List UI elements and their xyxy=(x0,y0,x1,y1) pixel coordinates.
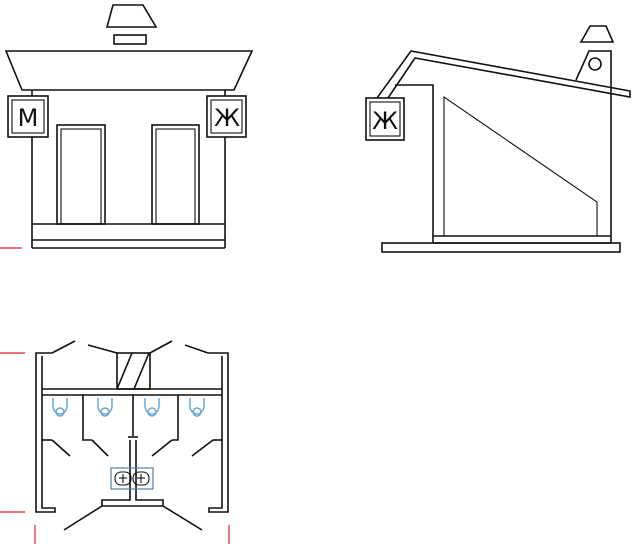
plan-view xyxy=(0,340,230,544)
side-panel xyxy=(443,95,598,236)
sink-icon xyxy=(110,467,154,490)
door-right xyxy=(151,124,200,225)
sign-women-side-label: Ж xyxy=(372,107,398,135)
sign-women-label: Ж xyxy=(214,104,240,132)
stall-doors xyxy=(51,439,214,457)
door-left xyxy=(56,124,106,225)
chimney-cap xyxy=(105,4,158,28)
entry-doors-top xyxy=(51,340,209,354)
entry-doors-bottom xyxy=(63,505,203,531)
toilets xyxy=(52,398,205,417)
front-wall xyxy=(395,84,434,243)
side-view: Ж xyxy=(365,25,631,253)
toilet-icon xyxy=(189,398,205,417)
central-wall xyxy=(101,440,164,507)
platform xyxy=(381,242,621,253)
front-view: М Ж xyxy=(0,4,254,249)
roof xyxy=(376,50,631,99)
toilet-icon xyxy=(144,398,160,417)
stall-partitions xyxy=(42,395,222,441)
roof xyxy=(4,50,254,91)
sign-men: М xyxy=(7,95,49,138)
sign-women: Ж xyxy=(206,95,247,138)
outer-wall-left xyxy=(35,352,56,513)
sign-men-label: М xyxy=(18,104,39,132)
outer-wall-right xyxy=(208,352,229,513)
chimney xyxy=(575,50,612,243)
chimney-cap xyxy=(579,25,615,43)
toilet-icon xyxy=(97,398,113,417)
toilet-icon xyxy=(52,398,68,417)
sign-women-side: Ж xyxy=(365,97,405,141)
chimney-vent xyxy=(588,57,602,71)
shaft xyxy=(116,352,151,390)
dimension-lines xyxy=(0,352,230,544)
vent xyxy=(113,34,147,45)
